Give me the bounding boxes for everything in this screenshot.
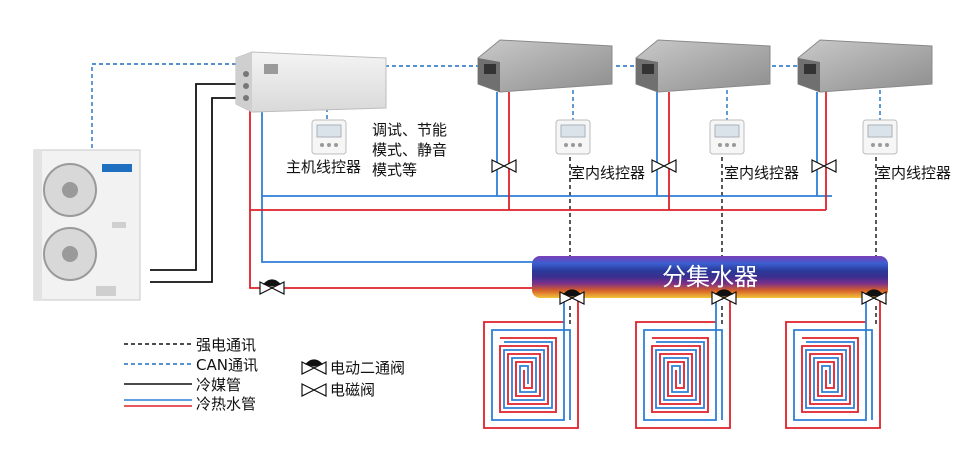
host-controller-device (311, 119, 347, 155)
indoor-controller-device-2 (709, 119, 745, 155)
strong-comm-lines (569, 150, 877, 326)
host-functions-label: 调试、节能 模式、静音 模式等 (372, 121, 448, 179)
legend-solenoid-valve-icon (301, 383, 327, 397)
can-lines (91, 63, 881, 148)
motor-valve-loop-1 (559, 289, 585, 305)
legend-solenoid-valve: 电磁阀 (330, 381, 376, 399)
legend-motor-valve-icon (301, 359, 327, 375)
legend-strong-comm: 强电通讯 (196, 336, 257, 354)
legend-samples (124, 343, 192, 407)
legend-water-pipe: 冷热水管 (196, 395, 257, 413)
motor-valve-loop-2 (711, 289, 737, 305)
indoor-controller-label-3: 室内线控器 (876, 164, 952, 182)
indoor-controller-label-1: 室内线控器 (570, 164, 646, 182)
hydro-box (235, 51, 387, 113)
host-controller-label: 主机线控器 (286, 158, 362, 176)
water-pipes (249, 92, 881, 322)
indoor-controller-label-2: 室内线控器 (724, 164, 800, 182)
legend-motor-valve: 电动二通阀 (330, 359, 406, 377)
motor-valve-loop-3 (861, 289, 887, 305)
fan-coil-1 (477, 39, 613, 93)
refrigerant-pipes (150, 83, 240, 283)
motor-valve-main (259, 279, 285, 295)
legend-can-comm: CAN通讯 (196, 356, 258, 374)
outdoor-unit (33, 149, 141, 301)
manifold-label: 分集水器 (662, 263, 758, 291)
fan-coil-3 (797, 39, 933, 93)
legend-refrigerant-pipe: 冷媒管 (196, 376, 242, 394)
floor-coil-1 (483, 320, 579, 429)
floor-coil-3 (785, 320, 881, 429)
solenoid-valve-1 (491, 159, 517, 173)
floor-coil-2 (635, 320, 731, 429)
indoor-controller-device-3 (862, 119, 898, 155)
manifold-bar (532, 256, 888, 298)
solenoid-valve-2 (651, 159, 677, 173)
solenoid-valve-3 (811, 159, 837, 173)
fan-coil-2 (635, 39, 771, 93)
indoor-controller-device-1 (555, 119, 591, 155)
